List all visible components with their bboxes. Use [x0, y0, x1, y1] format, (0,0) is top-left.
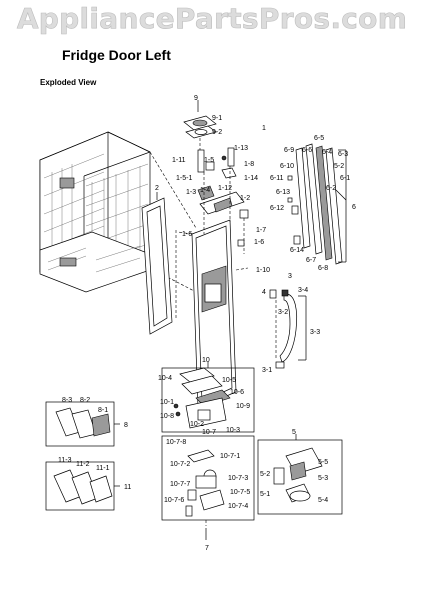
callout-1-6-left: 1-6 — [182, 231, 192, 238]
door-handle-3 — [269, 289, 307, 369]
callout-1-5: 1-5 — [204, 157, 214, 164]
callout-8-2: 8-2 — [80, 397, 90, 404]
diagram-subtitle: Exploded View — [40, 78, 97, 87]
door-shelf-11 — [45, 461, 120, 511]
callout-6-9: 6-9 — [284, 147, 294, 154]
callout-1-13: 1-13 — [234, 145, 248, 152]
callout-9: 9 — [194, 95, 198, 102]
callout-6-1: 6-1 — [340, 175, 350, 182]
callout-8: 8 — [124, 422, 128, 429]
refrigerator-cabinet-drawing — [39, 131, 197, 293]
callout-3-3: 3-3 — [310, 329, 320, 336]
callout-10-7-7: 10-7-7 — [170, 481, 190, 488]
callout-2: 2 — [155, 185, 159, 192]
callout-11-3: 11-3 — [58, 457, 72, 464]
callout-5-2-top: 5-2 — [334, 163, 344, 170]
callout-10-7-5: 10-7-5 — [230, 489, 250, 496]
callout-6-14: 6-14 — [290, 247, 304, 254]
callout-3-1: 3-1 — [262, 367, 272, 374]
door-top-hinge-parts — [197, 147, 249, 254]
callout-6-7: 6-7 — [306, 257, 316, 264]
callout-10-8: 10-8 — [160, 413, 174, 420]
door-shelf-8 — [45, 401, 120, 447]
callout-10-7-2: 10-7-2 — [170, 461, 190, 468]
callout-5-4: 5-4 — [318, 497, 328, 504]
callout-10-7: 10-7 — [202, 429, 216, 436]
callout-9-2: 9-2 — [212, 129, 222, 136]
callout-11: 11 — [124, 484, 131, 491]
callout-10-7-1: 10-7-1 — [220, 453, 240, 460]
callout-8-1: 8-1 — [98, 407, 108, 414]
callout-10-7-3: 10-7-3 — [228, 475, 248, 482]
callout-1-7: 1-7 — [256, 227, 266, 234]
callout-6-13: 6-13 — [276, 189, 290, 196]
callout-1-8: 1-8 — [244, 161, 254, 168]
callout-5-5: 5-5 — [318, 459, 328, 466]
watermark: AppliancePartsPros.com — [16, 2, 408, 36]
diagram-title: Fridge Door Left — [62, 47, 171, 63]
callout-10-7-4: 10-7-4 — [228, 503, 248, 510]
callout-1-6-right: 1-6 — [254, 239, 264, 246]
door-trim-strips-6 — [287, 143, 347, 265]
callout-1-14: 1-14 — [244, 175, 258, 182]
callout-6-8: 6-8 — [318, 265, 328, 272]
callout-3-2: 3-2 — [278, 309, 288, 316]
callout-11-1: 11-1 — [96, 465, 110, 472]
callout-6-5: 6-5 — [314, 135, 324, 142]
callout-6-11: 6-11 — [270, 175, 284, 182]
callout-1: 1 — [262, 125, 266, 132]
door-liner-drawing — [175, 219, 249, 409]
callout-6: 6 — [352, 204, 356, 211]
callout-6-2: 6-2 — [326, 185, 336, 192]
callout-6-3: 6-3 — [338, 151, 348, 158]
callout-10-7-8: 10-7-8 — [166, 439, 186, 446]
hinge-cap-assembly-9 — [183, 100, 217, 150]
callout-6-10: 6-10 — [280, 163, 294, 170]
ice-maker-5 — [257, 434, 343, 515]
callout-10-1: 10-1 — [160, 399, 174, 406]
part-callout-labels: 9 9-1 9-2 1 1-11 1-5 1-13 1-8 1-5-1 1-14… — [58, 95, 356, 552]
callout-7: 7 — [205, 545, 209, 552]
callout-10-7-6: 10-7-6 — [164, 497, 184, 504]
callout-3-4: 3-4 — [298, 287, 308, 294]
callout-10-2: 10-2 — [190, 421, 204, 428]
callout-6-12: 6-12 — [270, 205, 284, 212]
door-gasket-drawing — [141, 192, 173, 335]
callout-10-5: 10-5 — [222, 377, 236, 384]
callout-10-6: 10-6 — [230, 389, 244, 396]
dispenser-assembly-10 — [161, 362, 255, 540]
callout-4: 4 — [262, 289, 266, 296]
callout-5-2: 5-2 — [260, 471, 270, 478]
callout-1-4: 1-4 — [200, 187, 210, 194]
callout-8-3: 8-3 — [62, 397, 72, 404]
callout-1-2: 1-2 — [240, 195, 250, 202]
callout-10-4: 10-4 — [158, 375, 172, 382]
callout-10: 10 — [202, 357, 210, 364]
callout-1-3: 1-3 — [186, 189, 196, 196]
callout-5: 5 — [292, 429, 296, 436]
callout-5-1: 5-1 — [260, 491, 270, 498]
callout-3: 3 — [288, 273, 292, 280]
callout-9-1: 9-1 — [212, 115, 222, 122]
callout-1-12: 1-12 — [218, 185, 232, 192]
callout-1-10: 1-10 — [256, 267, 270, 274]
callout-6-4: 6-4 — [322, 149, 332, 156]
callout-10-3: 10-3 — [226, 427, 240, 434]
callout-6-6: 6-6 — [302, 147, 312, 154]
callout-5-3: 5-3 — [318, 475, 328, 482]
callout-1-5-1: 1-5-1 — [176, 175, 192, 182]
callout-1-11: 1-11 — [172, 157, 186, 164]
callout-11-2: 11-2 — [76, 461, 90, 468]
callout-10-9: 10-9 — [236, 403, 250, 410]
